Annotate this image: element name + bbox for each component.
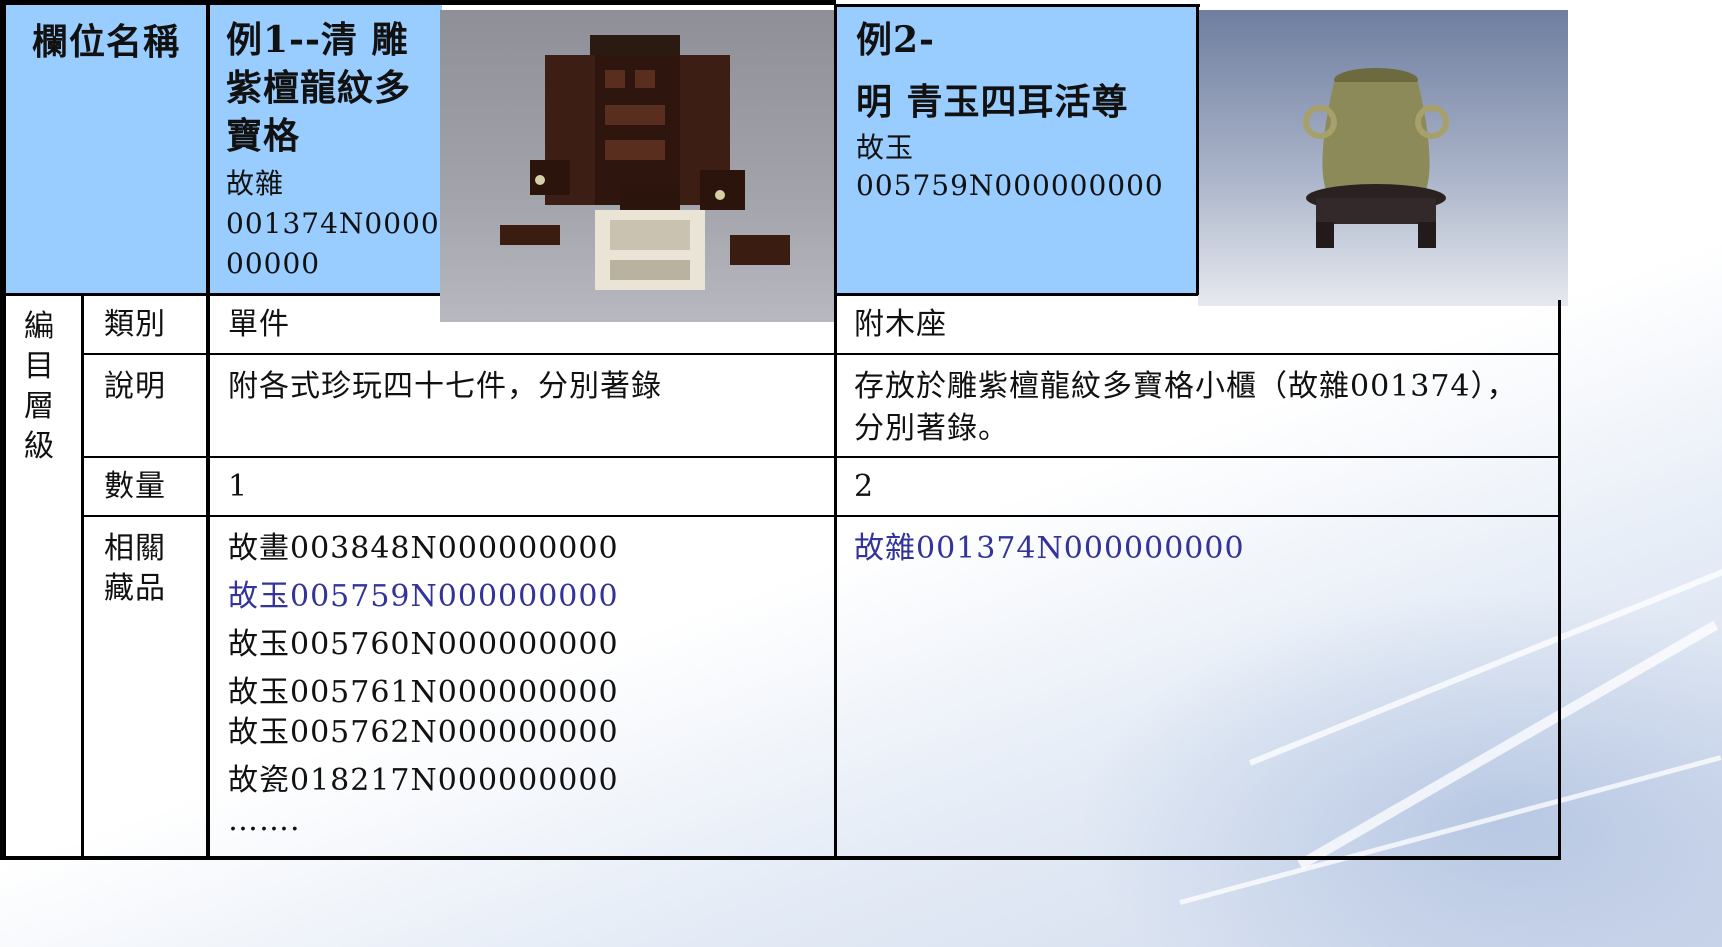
row-ex2-value: 分別著錄。	[854, 411, 1009, 446]
row-ex1-value: 單件	[228, 307, 290, 342]
jade-vessel-photo	[1198, 10, 1568, 306]
ex1-title-line: 寶格	[226, 115, 301, 157]
level-label: 級	[24, 429, 55, 464]
row-ex2-value: 存放於雕紫檀龍紋多寶格小櫃（故雜001374），	[854, 369, 1518, 404]
ex1-title-line: 紫檀龍紋多	[226, 67, 412, 109]
row-label: 說明	[104, 369, 166, 404]
ex1-id-line: 00000	[226, 247, 321, 280]
row-label: 類別	[104, 307, 166, 342]
related-item: 故瓷018217N000000000	[228, 763, 619, 798]
related-item-link[interactable]: 故玉005759N000000000	[228, 579, 619, 614]
ex2-title-line: 例2-	[856, 19, 935, 61]
related-item: 故畫003848N000000000	[228, 531, 619, 566]
row-ex1-value: 附各式珍玩四十七件，分別著錄	[228, 369, 662, 404]
row-label: 數量	[104, 469, 166, 504]
ex1-id-line: 故雜	[226, 167, 285, 200]
related-item-link[interactable]: 故雜001374N000000000	[854, 531, 1245, 566]
header-field-name-cell	[6, 5, 208, 295]
related-item-ellipsis: …….	[228, 803, 301, 838]
row-ex2-value: 2	[854, 469, 875, 504]
row-ex1-value: 1	[228, 469, 249, 504]
related-item: 故玉005761N000000000	[228, 675, 619, 710]
ex2-title-line: 明 青玉四耳活尊	[856, 81, 1129, 123]
ex2-id-line: 故玉	[856, 131, 915, 164]
level-label: 層	[24, 389, 55, 424]
row-label: 相關	[104, 531, 166, 566]
header-ex1-cell	[210, 5, 442, 295]
level-label: 目	[24, 349, 55, 384]
related-item: 故玉005760N000000000	[228, 627, 619, 662]
field-name-heading: 欄位名稱	[32, 21, 181, 63]
cabinet-photo	[440, 10, 834, 322]
ex1-title-line: 例1--清 雕	[226, 19, 409, 61]
ex2-id-line: 005759N000000000	[856, 169, 1164, 202]
row-label: 藏品	[104, 571, 166, 606]
related-item: 故玉005762N000000000	[228, 715, 619, 750]
header-ex2-cell	[836, 5, 1198, 295]
level-label: 編	[24, 309, 55, 344]
ex1-id-line: 001374N0000	[226, 207, 440, 240]
row-ex2-value: 附木座	[854, 307, 947, 342]
